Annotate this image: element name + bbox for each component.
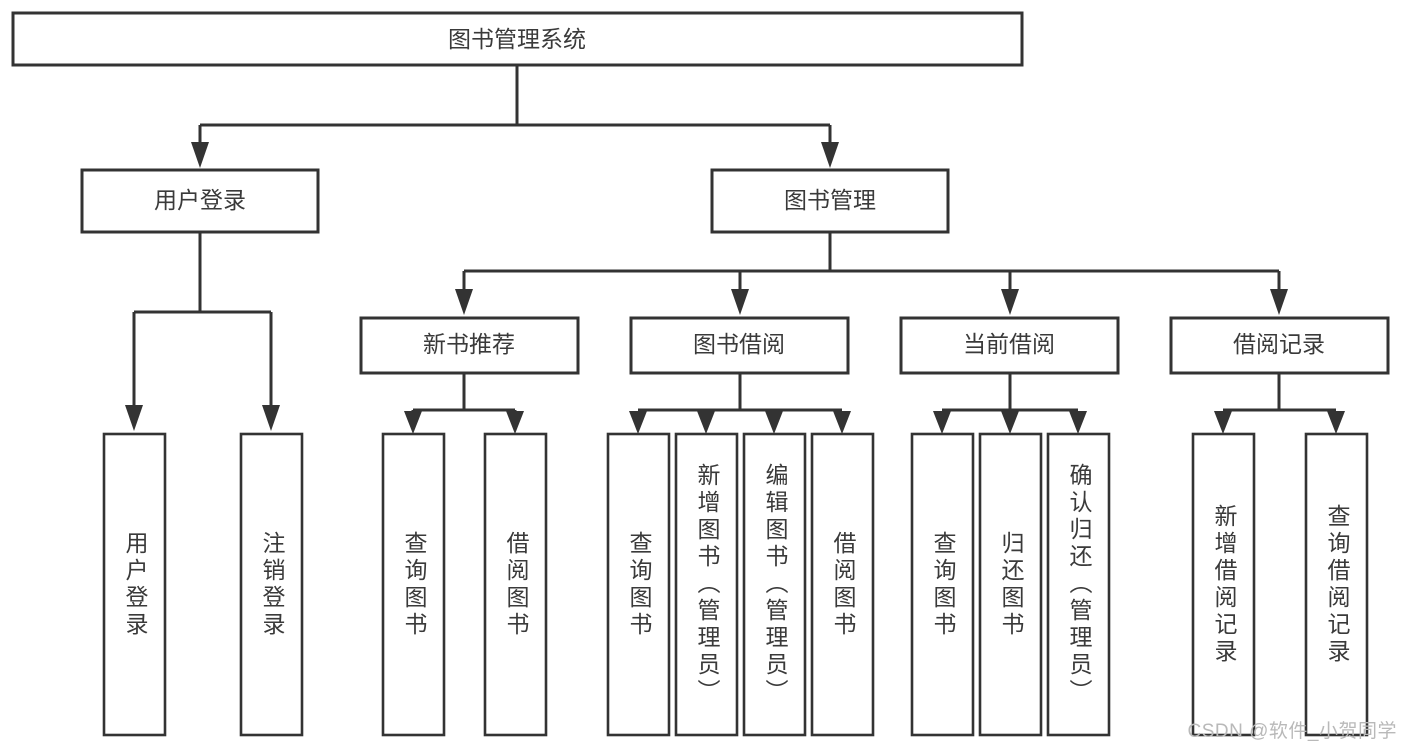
leaf-box-user-login[interactable] bbox=[102, 432, 167, 737]
borrow-record-box[interactable] bbox=[1169, 316, 1390, 375]
leaf-box-cb-query-book[interactable] bbox=[910, 432, 975, 737]
leaf-boxes-borrow-record bbox=[1191, 432, 1369, 737]
arrow-head-user-login bbox=[191, 142, 209, 168]
leaf-box-bb-query-book[interactable] bbox=[606, 432, 671, 737]
connectors-book-manage-to-level2 bbox=[455, 232, 1288, 315]
book-manage-label: 图书管理 bbox=[784, 187, 876, 213]
node-book-manage[interactable]: 图书管理 bbox=[710, 168, 950, 234]
leaf-boxes-user-login bbox=[102, 432, 304, 737]
leaf-boxes-new-book-recommend bbox=[381, 432, 548, 737]
book-borrow-label: 图书借阅 bbox=[693, 331, 785, 357]
arrow-head-leaf-logout bbox=[262, 405, 280, 431]
arrow-head-leaf-cb-return bbox=[1001, 411, 1019, 434]
user-login-label: 用户登录 bbox=[154, 187, 246, 213]
leaf-box-cb-confirm-return[interactable] bbox=[1046, 432, 1111, 737]
arrow-head-book-borrow bbox=[731, 289, 749, 315]
current-borrow-label: 当前借阅 bbox=[963, 331, 1055, 357]
watermark-text: CSDN @软件_小贺同学 bbox=[1187, 721, 1397, 742]
new-book-recommend-label: 新书推荐 bbox=[423, 331, 515, 357]
leaf-box-br-query-record[interactable] bbox=[1304, 432, 1369, 737]
arrow-head-leaf-br-add bbox=[1214, 411, 1232, 434]
leaf-box-br-add-record[interactable] bbox=[1191, 432, 1256, 737]
connectors-book-borrow-to-leaves bbox=[629, 373, 851, 434]
connectors-current-borrow-to-leaves bbox=[933, 373, 1087, 434]
arrow-head-borrow-record bbox=[1270, 289, 1288, 315]
arrow-head-leaf-bb-query bbox=[629, 411, 647, 434]
borrow-record-label: 借阅记录 bbox=[1233, 331, 1325, 357]
leaf-boxes-book-borrow bbox=[606, 432, 875, 737]
arrow-head-leaf-user-login bbox=[125, 405, 143, 431]
arrow-head-leaf-nb-query bbox=[404, 411, 422, 434]
connectors-root-to-level1 bbox=[191, 65, 839, 168]
node-borrow-record[interactable]: 借阅记录 bbox=[1169, 316, 1390, 375]
arrow-head-new-book bbox=[455, 289, 473, 315]
arrow-head-leaf-bb-add bbox=[697, 411, 715, 434]
leaf-box-cb-return-book[interactable] bbox=[978, 432, 1043, 737]
arrow-head-book-manage bbox=[821, 142, 839, 168]
leaf-box-bb-borrow-book[interactable] bbox=[810, 432, 875, 737]
user-login-box[interactable] bbox=[80, 168, 320, 234]
leaf-boxes-current-borrow bbox=[910, 432, 1111, 737]
node-book-borrow[interactable]: 图书借阅 bbox=[629, 316, 850, 375]
connectors-new-book-to-leaves bbox=[404, 373, 524, 434]
arrow-head-leaf-br-query bbox=[1327, 411, 1345, 434]
node-root[interactable]: 图书管理系统 bbox=[11, 11, 1024, 67]
node-user-login[interactable]: 用户登录 bbox=[80, 168, 320, 234]
leaf-box-nb-borrow-book[interactable] bbox=[483, 432, 548, 737]
arrow-head-leaf-cb-confirm bbox=[1069, 411, 1087, 434]
book-manage-box[interactable] bbox=[710, 168, 950, 234]
node-current-borrow[interactable]: 当前借阅 bbox=[899, 316, 1120, 375]
arrow-head-leaf-bb-edit bbox=[765, 411, 783, 434]
current-borrow-box[interactable] bbox=[899, 316, 1120, 375]
leaf-box-logout[interactable] bbox=[239, 432, 304, 737]
node-new-book-recommend[interactable]: 新书推荐 bbox=[359, 316, 580, 375]
arrow-head-leaf-cb-query bbox=[933, 411, 951, 434]
arrow-head-leaf-bb-borrow bbox=[833, 411, 851, 434]
connectors-borrow-record-to-leaves bbox=[1214, 373, 1345, 434]
leaf-box-bb-edit-book[interactable] bbox=[742, 432, 807, 737]
arrow-head-current-borrow bbox=[1001, 289, 1019, 315]
leaf-box-bb-add-book[interactable] bbox=[674, 432, 739, 737]
leaf-box-nb-query-book[interactable] bbox=[381, 432, 446, 737]
new-book-recommend-box[interactable] bbox=[359, 316, 580, 375]
connectors-user-login-to-leaves bbox=[125, 232, 280, 431]
book-borrow-box[interactable] bbox=[629, 316, 850, 375]
arrow-head-leaf-nb-borrow bbox=[506, 411, 524, 434]
root-label: 图书管理系统 bbox=[448, 26, 586, 52]
root-box[interactable] bbox=[11, 11, 1024, 67]
